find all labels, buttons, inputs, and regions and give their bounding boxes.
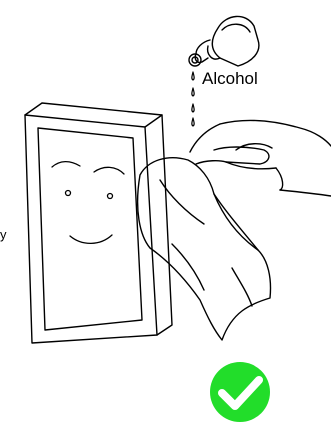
screen-frame-icon: [25, 103, 172, 343]
hand-with-cloth-icon: [138, 121, 331, 340]
liquid-drops-icon: [192, 72, 194, 126]
check-circle-icon: [210, 362, 270, 422]
alcohol-label: Alcohol: [202, 70, 258, 87]
alcohol-bottle-icon: [189, 16, 259, 66]
smiley-face-icon: [52, 162, 124, 244]
cut-off-text-label: y: [0, 228, 7, 241]
